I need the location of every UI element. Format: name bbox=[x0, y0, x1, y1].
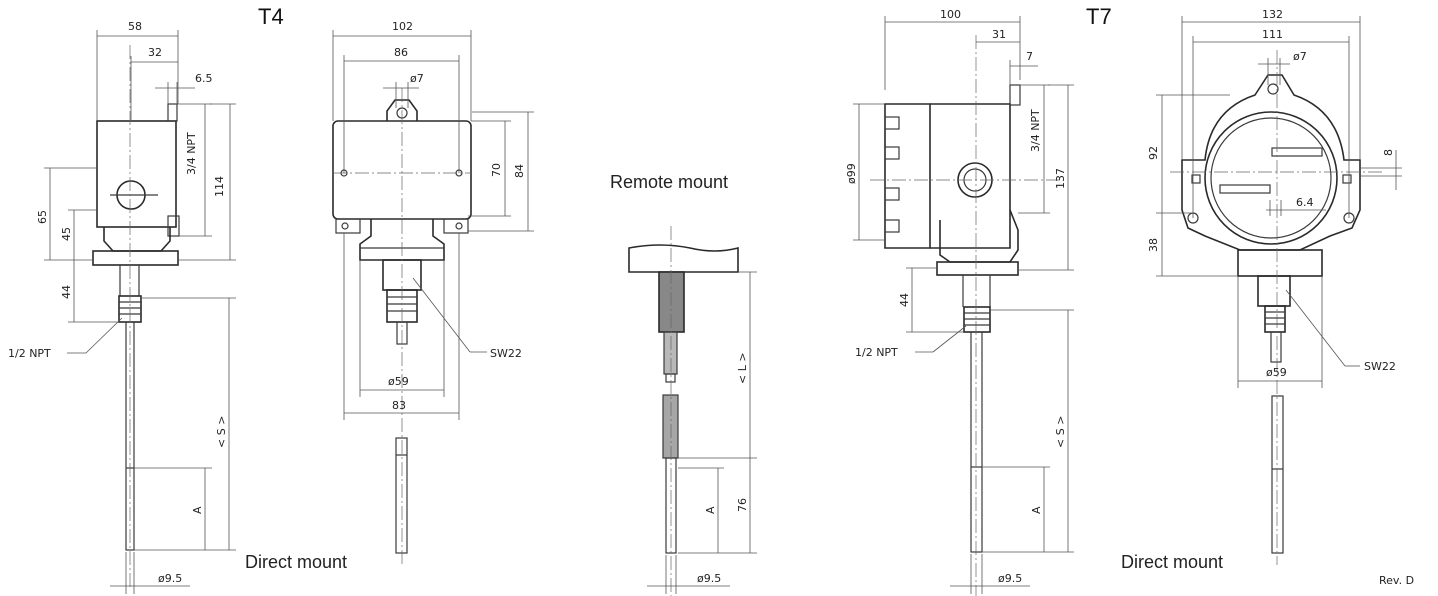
dim-label: ø9.5 bbox=[697, 572, 721, 585]
dim-label: 92 bbox=[1147, 146, 1160, 160]
dim-label: 86 bbox=[394, 46, 408, 59]
t7-side-view bbox=[853, 16, 1074, 596]
dim-label: SW22 bbox=[1364, 360, 1396, 373]
dim-label: 83 bbox=[392, 399, 406, 412]
dim-label: ø99 bbox=[845, 163, 858, 184]
dim-label: 3/4 NPT bbox=[185, 132, 198, 175]
dim-label: 137 bbox=[1054, 168, 1067, 189]
dim-label: 132 bbox=[1262, 8, 1283, 21]
dim-label: 111 bbox=[1262, 28, 1283, 41]
remote-mount-view bbox=[628, 226, 757, 596]
t7-front-view bbox=[1156, 16, 1402, 565]
dim-label: 1/2 NPT bbox=[8, 347, 51, 360]
dim-label: 6.5 bbox=[195, 72, 213, 85]
dim-label: 31 bbox=[992, 28, 1006, 41]
dim-label: ø7 bbox=[410, 72, 424, 85]
dim-label: 114 bbox=[213, 176, 226, 197]
dim-label: ø59 bbox=[388, 375, 409, 388]
title-t7: T7 bbox=[1086, 4, 1112, 29]
dim-label: 44 bbox=[60, 285, 73, 299]
dim-label: SW22 bbox=[490, 347, 522, 360]
caption-t7-direct-mount: Direct mount bbox=[1121, 552, 1223, 572]
dim-label: 6.4 bbox=[1296, 196, 1314, 209]
dim-label: < S > bbox=[215, 416, 228, 448]
dim-label: ø9.5 bbox=[158, 572, 182, 585]
dim-label: 100 bbox=[940, 8, 961, 21]
dim-label: A bbox=[191, 506, 204, 514]
dim-label: 58 bbox=[128, 20, 142, 33]
dim-label: 1/2 NPT bbox=[855, 346, 898, 359]
t4-side-view bbox=[44, 30, 236, 594]
dim-label: 65 bbox=[36, 210, 49, 224]
t4-front-view bbox=[332, 30, 534, 566]
dim-label: 44 bbox=[898, 293, 911, 307]
dim-label: ø9.5 bbox=[998, 572, 1022, 585]
dim-label: 3/4 NPT bbox=[1029, 109, 1042, 152]
caption-t4-direct-mount: Direct mount bbox=[245, 552, 347, 572]
dim-label: 76 bbox=[736, 498, 749, 512]
dim-label: 102 bbox=[392, 20, 413, 33]
dim-label: A bbox=[704, 506, 717, 514]
dim-label: 8 bbox=[1382, 149, 1395, 156]
dim-label: ø59 bbox=[1266, 366, 1287, 379]
dim-label: ø7 bbox=[1293, 50, 1307, 63]
revision-label: Rev. D bbox=[1379, 574, 1414, 587]
dim-label: 32 bbox=[148, 46, 162, 59]
dim-label: 38 bbox=[1147, 238, 1160, 252]
dim-label: 84 bbox=[513, 164, 526, 178]
caption-remote-mount: Remote mount bbox=[610, 172, 728, 192]
dim-label: < S > bbox=[1054, 416, 1067, 448]
dim-label: < L > bbox=[736, 352, 749, 384]
dim-label: A bbox=[1030, 506, 1043, 514]
dim-label: 70 bbox=[490, 163, 503, 177]
dim-label: 7 bbox=[1026, 50, 1033, 63]
dim-label: 45 bbox=[60, 227, 73, 241]
title-t4: T4 bbox=[258, 4, 284, 29]
